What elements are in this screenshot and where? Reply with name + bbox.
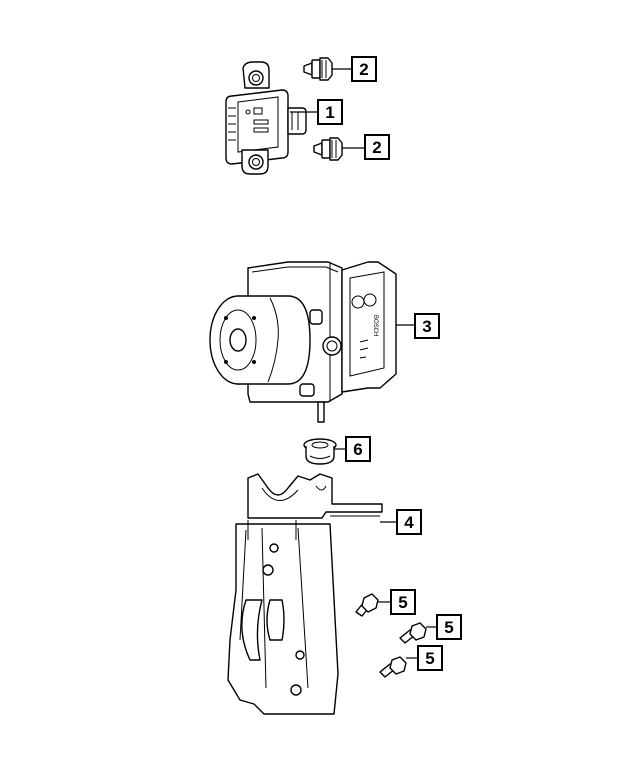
bolt-top-part — [303, 57, 333, 81]
callout-5-a: 5 — [390, 589, 416, 615]
svg-text:2: 2 — [359, 60, 368, 79]
bolt-5b-part — [399, 622, 427, 644]
abs-module-part: BOSCH — [209, 261, 397, 423]
callout-6: 6 — [345, 436, 371, 462]
svg-text:4: 4 — [404, 513, 414, 532]
bolt-5a-part — [355, 593, 379, 617]
grommet-part — [303, 438, 337, 465]
callout-4: 4 — [396, 509, 422, 535]
sensor-module-part — [225, 61, 307, 175]
bolt-bottom-part — [313, 137, 343, 161]
callout-5-b: 5 — [436, 614, 462, 640]
svg-text:5: 5 — [444, 618, 453, 637]
callout-1: 1 — [317, 99, 343, 125]
bosch-label: BOSCH — [372, 315, 378, 336]
svg-text:5: 5 — [398, 593, 407, 612]
callout-2-bottom: 2 — [364, 134, 390, 160]
callout-5-c: 5 — [417, 645, 443, 671]
callout-3: 3 — [414, 313, 440, 339]
mounting-bracket-part — [227, 473, 383, 715]
svg-text:5: 5 — [425, 649, 434, 668]
callout-2-top: 2 — [351, 56, 377, 82]
bolt-5c-part — [379, 656, 407, 678]
svg-text:1: 1 — [325, 103, 334, 122]
svg-text:3: 3 — [422, 317, 431, 336]
svg-text:2: 2 — [372, 138, 381, 157]
svg-text:6: 6 — [353, 440, 362, 459]
